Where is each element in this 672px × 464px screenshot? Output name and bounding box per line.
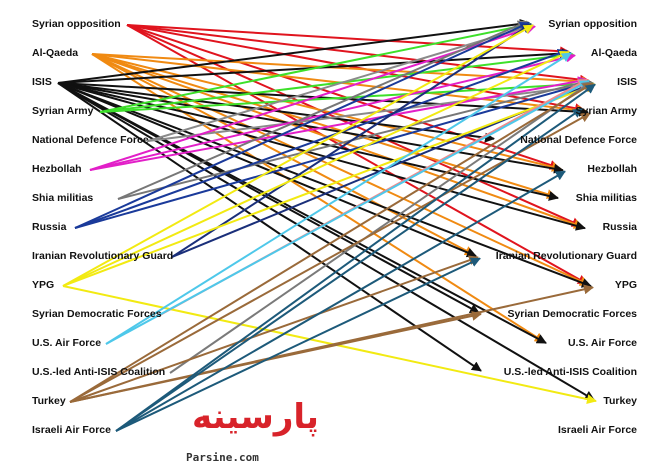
left-actor-u-s-air-force[interactable]: U.S. Air Force [32,337,102,349]
right-actor-hezbollah[interactable]: Hezbollah [587,163,637,175]
relation-arrow-isis-to-hezbollah [57,82,564,174]
relation-arrow-israeli-air-force-to-iranian-revolutionary-guard [115,257,481,432]
left-actor-turkey[interactable]: Turkey [32,395,66,407]
relation-arrow-turkey-to-syrian-democratic-forces [69,310,482,403]
right-actor-iranian-revolutionary-guard[interactable]: Iranian Revolutionary Guard [495,250,637,262]
left-actor-national-defence-force[interactable]: National Defence Force [32,134,149,146]
relation-arrow-national-defence-force-to-syrian-opposition [147,23,534,142]
relation-arrow-israeli-air-force-to-syrian-army [115,107,583,432]
left-actor-al-qaeda[interactable]: Al-Qaeda [32,47,79,59]
relation-arrow-al-qaeda-to-ypg [91,53,590,286]
right-actor-syrian-army[interactable]: Syrian Army [575,105,637,117]
relation-arrow-ypg-to-al-qaeda [62,50,570,287]
left-actor-russia[interactable]: Russia [32,221,67,233]
relation-arrow-syrian-army-to-isis [99,78,594,113]
watermark-url: Parsine.com [186,451,259,464]
right-actor-russia[interactable]: Russia [602,221,637,233]
parsine-watermark-logo: پارسینه Parsine.com [186,395,320,464]
right-actor-ypg[interactable]: YPG [614,279,637,291]
relation-arrow-isis-to-u-s-led-anti-isis-coalition [57,82,482,372]
watermark-logo-text: پارسینه [192,397,320,437]
left-actor-hezbollah[interactable]: Hezbollah [32,163,82,175]
left-actor-syrian-democratic-forces[interactable]: Syrian Democratic Forces [32,308,162,320]
relation-arrow-russia-to-al-qaeda [74,48,568,229]
relation-arrow-russia-to-syrian-opposition [74,21,530,229]
relation-arrow-isis-to-u-s-air-force [57,82,547,344]
relation-arrow-ypg-to-syrian-opposition [62,24,534,287]
left-actor-shia-militias[interactable]: Shia militias [32,192,94,204]
left-actor-ypg[interactable]: YPG [32,279,55,291]
relation-arrow-syrian-opposition-to-hezbollah [126,24,560,170]
relation-arrow-isis-to-iranian-revolutionary-guard [57,82,477,258]
relation-arrow-isis-to-shia-militias [57,82,559,201]
relation-arrow-syrian-army-to-al-qaeda [99,50,574,113]
right-actor-turkey[interactable]: Turkey [603,395,637,407]
relation-arrow-ypg-to-turkey [62,285,597,404]
right-actor-syrian-democratic-forces[interactable]: Syrian Democratic Forces [507,308,637,320]
relation-arrow-national-defence-force-to-isis [147,80,596,142]
right-actor-israeli-air-force[interactable]: Israeli Air Force [558,424,637,436]
relation-arrow-u-s-led-anti-isis-coalition-to-isis [169,81,592,374]
left-actor-isis[interactable]: ISIS [32,76,52,88]
relation-arrow-syrian-opposition-to-isis [126,24,590,85]
relation-arrow-syrian-army-to-syrian-opposition [99,20,532,113]
left-actor-israeli-air-force[interactable]: Israeli Air Force [32,424,111,436]
relation-arrow-isis-to-syrian-opposition [57,18,530,84]
left-actor-syrian-army[interactable]: Syrian Army [32,105,94,117]
relation-arrow-u-s-air-force-to-al-qaeda [105,52,572,345]
relation-arrow-al-qaeda-to-shia-militias [91,53,557,199]
right-actor-shia-militias[interactable]: Shia militias [575,192,637,204]
relation-arrow-syrian-opposition-to-ypg [126,24,588,285]
left-actor-u-s-led-anti-isis-coalition[interactable]: U.S.-led Anti-ISIS Coalition [32,366,166,378]
relation-arrow-isis-to-turkey [57,82,595,401]
left-actor-iranian-revolutionary-guard[interactable]: Iranian Revolutionary Guard [32,250,174,262]
relation-arrow-turkey-to-iranian-revolutionary-guard [69,255,479,403]
relation-arrow-al-qaeda-to-russia [91,53,584,229]
relation-arrow-isis-to-ypg [57,82,592,288]
relation-arrow-shia-militias-to-syrian-opposition [117,20,528,200]
right-actor-isis[interactable]: ISIS [617,76,637,88]
relation-arrow-israeli-air-force-to-hezbollah [115,170,566,432]
left-actor-syrian-opposition[interactable]: Syrian opposition [32,18,121,30]
relation-arrow-turkey-to-isis [69,82,594,403]
right-actor-u-s-air-force[interactable]: U.S. Air Force [567,337,637,349]
relation-arrow-russia-to-isis [74,79,592,229]
right-actor-al-qaeda[interactable]: Al-Qaeda [590,47,637,59]
relation-arrow-israeli-air-force-to-isis [115,83,596,432]
relation-arrow-u-s-air-force-to-isis [105,79,590,345]
relation-arrow-turkey-to-syrian-army [69,112,591,403]
relation-arrow-iranian-revolutionary-guard-to-syrian-opposition [171,23,532,258]
right-actor-syrian-opposition[interactable]: Syrian opposition [548,18,637,30]
relation-arrow-ypg-to-isis [62,82,596,287]
relation-arrow-al-qaeda-to-isis [91,53,592,87]
right-actor-national-defence-force[interactable]: National Defence Force [520,134,637,146]
right-actor-u-s-led-anti-isis-coalition[interactable]: U.S.-led Anti-ISIS Coalition [503,366,637,378]
